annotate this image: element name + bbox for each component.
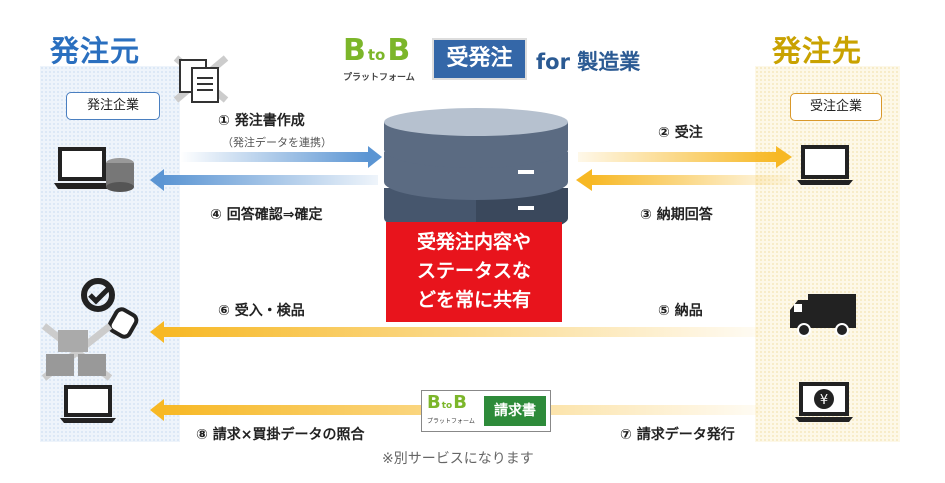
product-suffix: for 製造業 [536,50,641,74]
document-icon [173,55,229,103]
invoice-logo: BtoB プラットフォーム 請求書 [421,390,551,432]
supplier-tag: 受注企業 [790,93,882,121]
laptop-yen-icon: ¥ [795,382,853,422]
arrow-receive [578,146,792,168]
shared-status-box: 受発注内容やステータスなどを常に共有 [386,222,562,322]
supplier-panel [755,66,900,442]
step-5-label: ⑤ 納品 [658,303,703,319]
orderer-panel [40,66,180,442]
step-2-label: ② 受注 [658,125,703,141]
product-badge: 受発注 [432,38,527,80]
orderer-tag: 発注企業 [66,92,160,120]
orderer-title: 発注元 [50,34,141,68]
svg-text:¥: ¥ [820,393,828,408]
supplier-title: 発注先 [772,34,863,68]
separate-service-note: ※別サービスになります [382,451,534,467]
arrow-order [180,146,382,168]
inspection-icon [81,278,139,339]
truck-icon [790,294,856,337]
step-8-label: ⑧ 請求×買掛データの照合 [196,427,365,443]
step-7-label: ⑦ 請求データ発行 [620,427,735,443]
laptop-database-icon [54,147,134,192]
step-6-label: ⑥ 受入・検品 [218,303,305,319]
laptop-icon [797,145,853,185]
laptop-icon [60,385,116,423]
step-1-sublabel: （発注データを連携） [222,136,332,149]
boxes-icon [41,323,113,381]
step-1-label: ① 発注書作成 [218,113,305,129]
arrow-confirm [150,169,378,191]
arrow-delivery [150,321,760,343]
arrow-delivery-date [576,169,790,191]
step-3-label: ③ 納期回答 [640,207,713,223]
step-4-label: ④ 回答確認⇒確定 [210,207,323,223]
